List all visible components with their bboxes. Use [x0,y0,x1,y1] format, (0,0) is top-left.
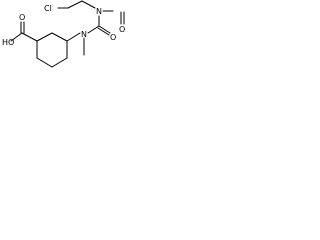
ring-bond-5 [36,57,53,68]
acid-c-bond [21,32,38,42]
amide-n-label: N [81,30,87,39]
acid-o-label: O [19,13,25,22]
molecule-drawing: Cl N O N O HO O [2,0,125,68]
carbonyl-o-label: O [110,33,116,42]
n-carbonyl-bond [87,25,100,34]
chlorine-label: Cl [44,4,52,13]
ring-bond-4 [51,57,68,68]
chain-bond-2 [67,0,83,9]
acid-oh-bond [10,32,23,42]
structure-canvas: Cl N O N O HO O [0,0,141,82]
nitroso-o-label: O [119,25,125,34]
nitroso-n-label: N [96,7,102,16]
ring-bond-1 [36,32,53,42]
ring-n-bond [66,32,81,42]
chain-bond-1 [81,0,96,9]
carbonyl-double-b [97,27,110,36]
acid-oh-label: HO [2,38,14,47]
ring-bond-2 [51,32,68,42]
carbonyl-double-a [98,25,111,34]
